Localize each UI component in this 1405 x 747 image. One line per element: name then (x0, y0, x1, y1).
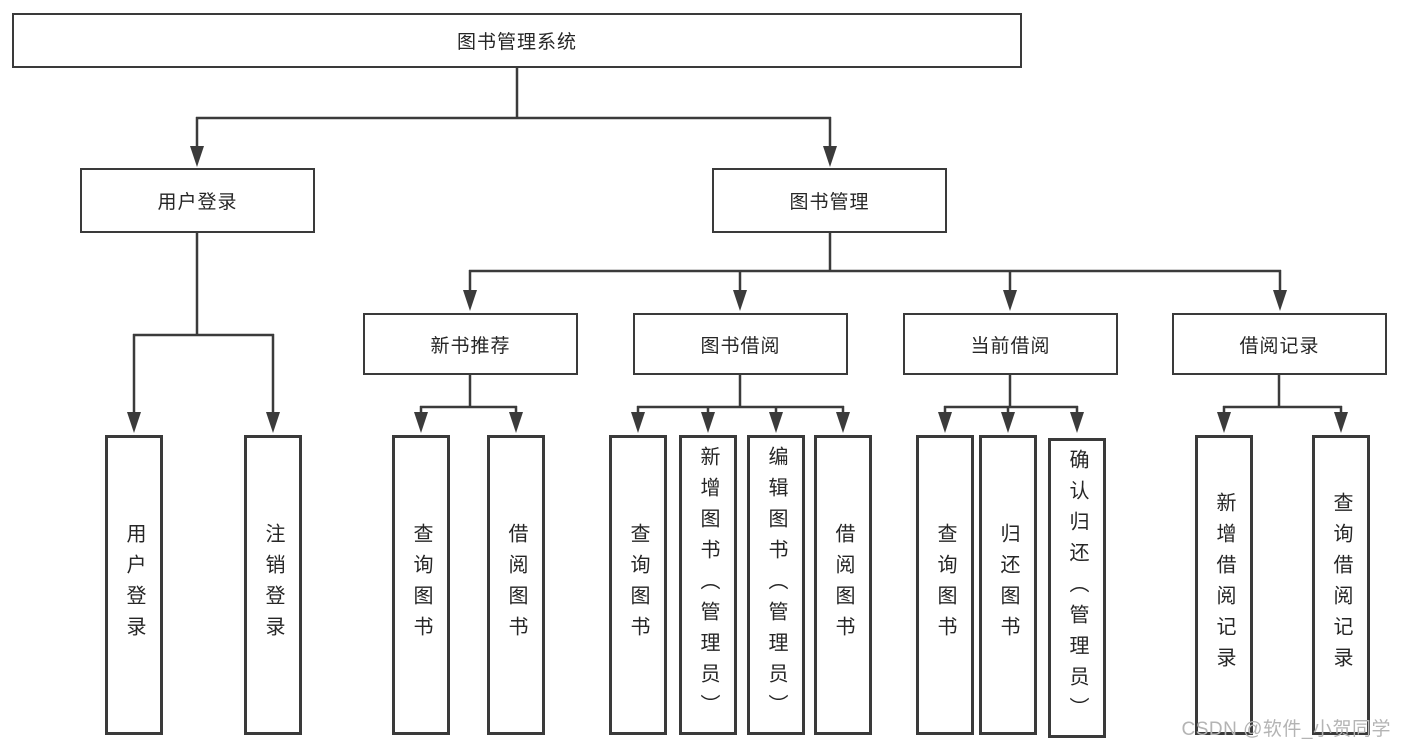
node-label: 新书推荐 (430, 335, 511, 357)
leaf-query-books: 查询图书 (609, 435, 667, 735)
node-label: 用户登录 (157, 192, 238, 213)
leaf-label: 查询图书 (934, 523, 956, 647)
leaf-label: 注销登录 (262, 523, 284, 647)
leaf-label: 查询图书 (410, 523, 432, 647)
node-label: 图书管理 (789, 192, 870, 213)
node-label: 借阅记录 (1239, 335, 1320, 357)
leaf-confirm-return-admin: 确认归还（管理员） (1048, 438, 1106, 738)
node-current-borrow: 当前借阅 (903, 313, 1118, 375)
node-book-borrow: 图书借阅 (633, 313, 848, 375)
leaf-query-borrow-record: 查询借阅记录 (1312, 435, 1370, 735)
node-borrow-records: 借阅记录 (1172, 313, 1387, 375)
leaf-logout: 注销登录 (244, 435, 302, 735)
leaf-label: 归还图书 (997, 523, 1019, 647)
leaf-label: 查询借阅记录 (1330, 492, 1352, 678)
leaf-label: 用户登录 (123, 523, 145, 647)
leaf-borrow-books: 借阅图书 (814, 435, 872, 735)
leaf-label: 借阅图书 (505, 523, 527, 647)
leaf-add-borrow-record: 新增借阅记录 (1195, 435, 1253, 735)
leaf-label: 查询图书 (627, 523, 649, 647)
leaf-return-book: 归还图书 (979, 435, 1037, 735)
node-new-book-recommend: 新书推荐 (363, 313, 578, 375)
arrowheads (127, 146, 1348, 433)
leaf-label: 确认归还（管理员） (1066, 448, 1088, 728)
watermark: CSDN @软件_小贺同学 (1181, 719, 1391, 740)
leaf-label: 借阅图书 (832, 523, 854, 647)
leaf-add-book-admin: 新增图书（管理员） (679, 435, 737, 735)
leaf-edit-book-admin: 编辑图书（管理员） (747, 435, 805, 735)
node-book-management: 图书管理 (712, 168, 947, 233)
leaf-label: 新增图书（管理员） (697, 445, 719, 725)
leaf-query-books: 查询图书 (392, 435, 450, 735)
node-label: 当前借阅 (970, 335, 1051, 357)
leaf-label: 编辑图书（管理员） (765, 445, 787, 725)
leaf-user-login: 用户登录 (105, 435, 163, 735)
leaf-query-books: 查询图书 (916, 435, 974, 735)
node-label: 图书管理系统 (456, 32, 577, 53)
node-library-system: 图书管理系统 (12, 13, 1022, 68)
leaf-label: 新增借阅记录 (1213, 492, 1235, 678)
leaf-borrow-books: 借阅图书 (487, 435, 545, 735)
node-label: 图书借阅 (700, 335, 781, 357)
node-user-login: 用户登录 (80, 168, 315, 233)
